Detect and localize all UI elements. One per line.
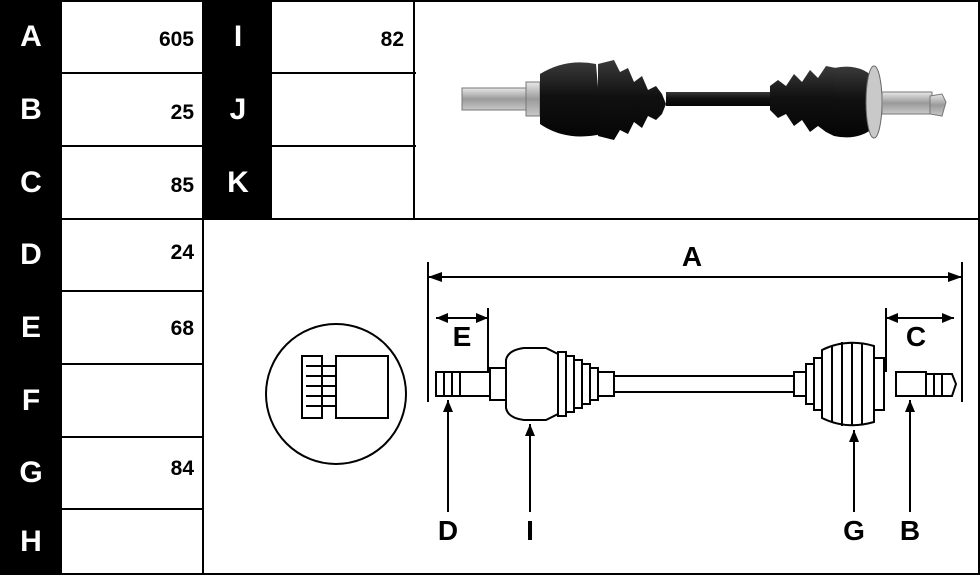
label-d: D	[0, 219, 62, 291]
value-g: 84	[62, 437, 202, 509]
value-d: 24	[62, 219, 202, 291]
value-k	[272, 146, 412, 219]
label-g: G	[0, 437, 62, 509]
dim-i-label: I	[526, 515, 534, 546]
row-divider	[62, 145, 204, 147]
table-border-top	[0, 0, 980, 2]
value-a: 605	[62, 0, 202, 73]
label-h: H	[0, 509, 62, 575]
label-e: E	[0, 291, 62, 364]
row-divider	[62, 436, 204, 438]
row-divider	[62, 508, 204, 510]
value-f	[62, 364, 202, 437]
column-divider	[413, 0, 415, 220]
table-border-right	[978, 0, 980, 575]
dim-e-label: E	[453, 321, 472, 352]
dim-a-label: A	[682, 241, 702, 272]
value-c: 85	[62, 146, 202, 219]
row-divider	[62, 218, 980, 220]
table-border-bottom	[0, 573, 980, 575]
row-divider	[272, 145, 416, 147]
label-i: I	[204, 0, 272, 73]
label-k: K	[204, 146, 272, 219]
column-divider	[202, 0, 204, 575]
label-a: A	[0, 0, 62, 73]
shaft-outline	[435, 341, 958, 427]
value-b: 25	[62, 73, 202, 146]
drive-shaft-photo	[461, 60, 947, 140]
row-divider	[272, 72, 416, 74]
value-e: 68	[62, 291, 202, 364]
label-j: J	[204, 73, 272, 146]
value-j	[272, 73, 412, 146]
value-h	[62, 509, 202, 575]
dim-d-label: D	[438, 515, 458, 546]
dimension-drawing: A E C	[265, 241, 963, 546]
label-f: F	[0, 364, 62, 437]
label-b: B	[0, 73, 62, 146]
label-c: C	[0, 146, 62, 219]
dim-g-label: G	[843, 515, 865, 546]
row-divider	[62, 72, 204, 74]
dim-b-label: B	[900, 515, 920, 546]
value-i: 82	[272, 0, 412, 73]
dim-c-label: C	[906, 321, 926, 352]
row-divider	[62, 363, 204, 365]
row-divider	[62, 290, 204, 292]
